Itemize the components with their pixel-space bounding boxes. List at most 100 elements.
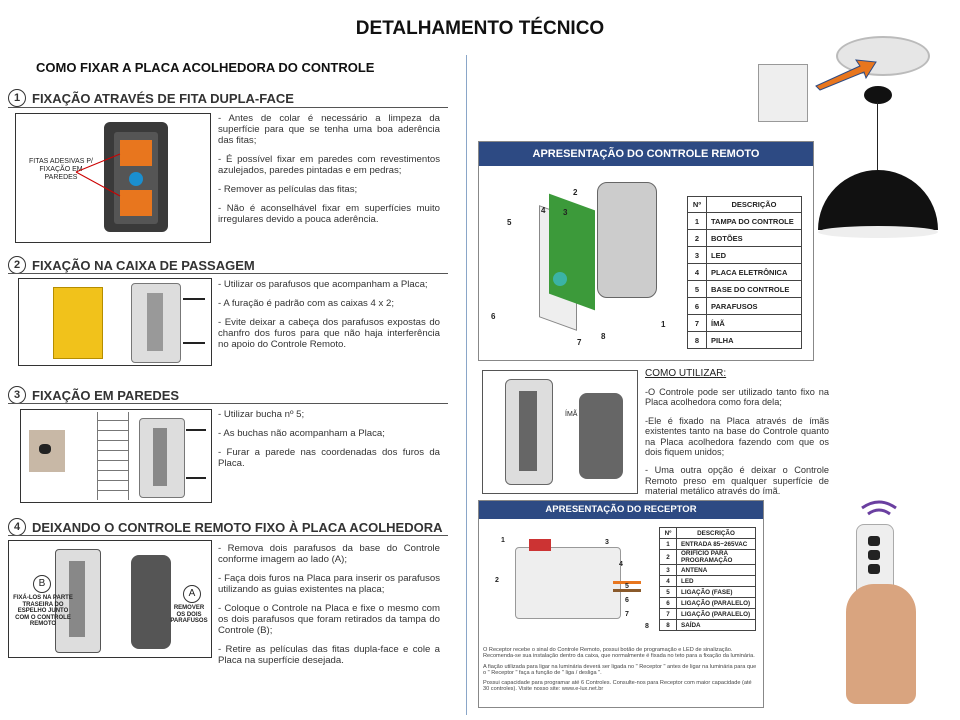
table-cell: TAMPA DO CONTROLE	[706, 212, 802, 230]
section-4-heading: 4 DEIXANDO O CONTROLE REMOTO FIXO À PLAC…	[8, 518, 442, 536]
section-title: FIXAÇÃO EM PAREDES	[32, 387, 180, 403]
rule	[8, 107, 448, 108]
table-cell: LED	[706, 246, 802, 264]
table-cell: 6	[687, 297, 707, 315]
magnet-disc	[129, 172, 143, 186]
table-cell: BOTÕES	[706, 229, 802, 247]
table-cell: 8	[687, 331, 707, 349]
remote-panel: APRESENTAÇÃO DO CONTROLE REMOTO 2 3 4 5 …	[478, 141, 814, 361]
plate-slot	[153, 428, 167, 486]
callout-a: A	[183, 585, 201, 603]
receiver-module	[758, 64, 808, 122]
bullet: - Retire as películas das fitas dupla-fa…	[218, 644, 440, 666]
magnet-label: ÍMÃ	[565, 411, 578, 418]
table-cell: 5	[687, 280, 707, 298]
ceiling-cap	[864, 86, 892, 104]
table-cell: 1	[659, 538, 677, 550]
plate-slot	[69, 561, 85, 637]
rule	[8, 403, 448, 404]
figure-junction-box	[18, 278, 212, 366]
table-cell: SAÍDA	[676, 619, 756, 631]
usage-heading: COMO UTILIZAR:	[645, 368, 727, 379]
receiver-module	[515, 547, 621, 619]
table-cell: ÍMÃ	[706, 314, 802, 332]
callout-b-label: FIXÁ-LOS NA PARTE TRASEIRA DO ESPELHO JU…	[13, 595, 73, 627]
callout: 4	[541, 206, 546, 215]
page-subtitle: COMO FIXAR A PLACA ACOLHEDORA DO CONTROL…	[36, 60, 375, 75]
table-cell: PLACA ELETRÔNICA	[706, 263, 802, 281]
col-header: Nº	[659, 527, 677, 539]
rule	[8, 273, 448, 274]
rule	[8, 535, 448, 536]
remote-cover	[597, 182, 657, 298]
plate-slot	[519, 391, 537, 471]
bullet: - Utilizar bucha nº 5;	[218, 409, 305, 420]
col-header: DESCRIÇÃO	[676, 527, 756, 539]
section-3-heading: 3 FIXAÇÃO EM PAREDES	[8, 386, 179, 404]
wire	[613, 589, 641, 592]
table-cell: LIGAÇÃO (FASE)	[676, 586, 756, 598]
figure-fix-remote: B FIXÁ-LOS NA PARTE TRASEIRA DO ESPELHO …	[8, 540, 212, 658]
bullet: - Remover as películas das fitas;	[218, 184, 358, 195]
callout: 3	[563, 208, 568, 217]
table-cell: 7	[687, 314, 707, 332]
arrow-right-icon	[815, 59, 877, 91]
receiver-panel: APRESENTAÇÃO DO RECEPTOR 1 3 2 4 5 6 7 8…	[478, 500, 764, 708]
table-cell: 4	[659, 575, 677, 587]
adhesive-tape	[120, 190, 152, 216]
circuit-board	[549, 193, 595, 311]
column-divider	[466, 55, 467, 715]
brick-wall	[97, 412, 129, 500]
section-1-heading: 1 FIXAÇÃO ATRAVÉS DE FITA DUPLA-FACE	[8, 89, 294, 107]
screw-icon	[183, 298, 205, 344]
section-number: 2	[8, 256, 26, 274]
table-cell: 3	[659, 564, 677, 576]
panel-heading: APRESENTAÇÃO DO CONTROLE REMOTO	[479, 142, 813, 166]
photo-pendant-lamp	[812, 84, 942, 254]
table-cell: PILHA	[706, 331, 802, 349]
junction-box	[53, 287, 103, 359]
paragraph: - Uma outra opção é deixar o Controle Re…	[645, 465, 829, 497]
remote-control	[131, 555, 171, 649]
panel-heading: APRESENTAÇÃO DO RECEPTOR	[479, 501, 763, 519]
input-terminal	[529, 539, 551, 551]
bullet: - Não é aconselhável fixar em superfície…	[218, 203, 440, 225]
table-cell: LIGAÇÃO (PARALELO)	[676, 597, 756, 609]
col-header: Nº	[687, 196, 707, 213]
callout: 4	[619, 561, 623, 568]
bullet: - Utilizar os parafusos que acompanham a…	[218, 279, 428, 290]
usage-text: -O Controle pode ser utilizado tanto fix…	[645, 387, 829, 505]
plate-slot	[147, 293, 163, 351]
section-2-bullets: - Utilizar os parafusos que acompanham a…	[218, 279, 440, 358]
remote-button	[868, 536, 880, 546]
table-cell: BASE DO CONTROLE	[706, 280, 802, 298]
wire	[613, 581, 641, 584]
arrow-right-icon	[75, 153, 121, 197]
callout-a-label: REMOVER OS DOIS PARAFUSOS	[170, 605, 208, 624]
section-title: FIXAÇÃO ATRAVÉS DE FITA DUPLA-FACE	[32, 90, 294, 106]
callout-b: B	[33, 575, 51, 593]
lamp-rim	[818, 226, 938, 238]
hand	[846, 584, 916, 704]
note: Possui capacidade para programar até 6 C…	[483, 680, 752, 693]
section-title: FIXAÇÃO NA CAIXA DE PASSAGEM	[32, 257, 255, 273]
callout: 8	[645, 623, 649, 630]
callout: 5	[625, 583, 629, 590]
lamp-shade	[818, 170, 938, 230]
table-cell: LED	[676, 575, 756, 587]
magnet-disc	[553, 272, 567, 286]
bullet: - A furação é padrão com as caixas 4 x 2…	[218, 298, 394, 309]
callout: 1	[501, 537, 505, 544]
bullet: - Faça dois furos na Placa para inserir …	[218, 573, 440, 595]
remote-control	[579, 393, 623, 479]
figure-usage: ÍMÃ	[482, 370, 638, 494]
bullet: - Evite deixar a cabeça dos parafusos ex…	[218, 317, 440, 350]
table-cell: 5	[659, 586, 677, 598]
table-cell: ANTENA	[676, 564, 756, 576]
callout: 7	[577, 338, 582, 347]
table-cell: 4	[687, 263, 707, 281]
section-number: 3	[8, 386, 26, 404]
callout: 6	[625, 597, 629, 604]
